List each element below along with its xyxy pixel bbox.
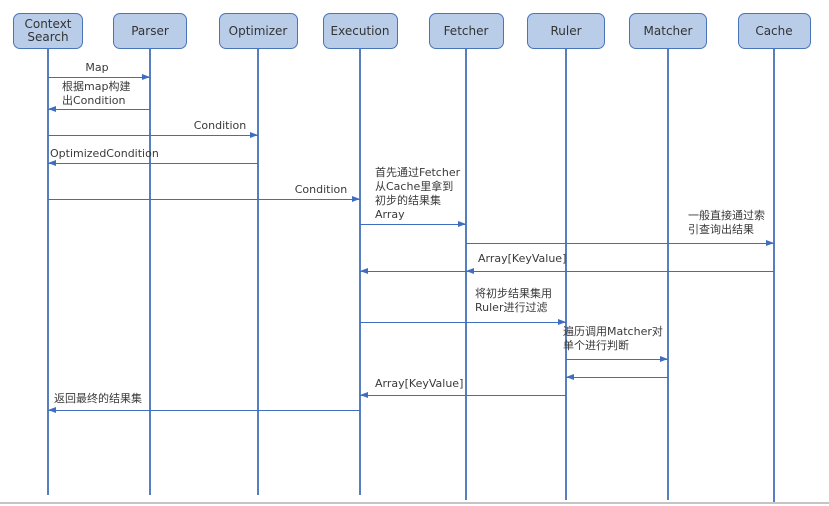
message-line-6 — [466, 243, 774, 245]
actor-execution: Execution — [322, 13, 398, 49]
message-line-8 — [360, 322, 566, 324]
message-label: 将初步结果集用 Ruler进行过滤 — [475, 287, 552, 314]
arrowhead — [558, 319, 566, 325]
arrowhead — [352, 196, 360, 202]
actor-label: Optimizer — [228, 23, 288, 38]
window-bottom-border — [0, 502, 829, 504]
actor-label: Cache — [755, 23, 793, 38]
message-line-11 — [360, 395, 566, 397]
message-label: Array[KeyValue] — [375, 377, 464, 390]
actor-ruler: Ruler — [527, 13, 605, 49]
actor-label: Parser — [131, 23, 169, 38]
message-line-2 — [48, 135, 258, 137]
message-label: OptimizedCondition — [50, 147, 159, 160]
message-label: 一般直接通过索 引查询出结果 — [688, 209, 765, 236]
lifeline-fetcher — [465, 49, 467, 500]
actor-parser: Parser — [113, 13, 187, 49]
message-line-7 — [360, 271, 774, 273]
message-label: 首先通过Fetcher 从Cache里拿到 初步的结果集 Array — [375, 166, 461, 221]
lifeline-parser — [149, 49, 151, 495]
actor-optimizer: Optimizer — [218, 13, 298, 49]
actor-label: Execution — [330, 23, 390, 38]
arrowhead — [142, 74, 150, 80]
actor-matcher: Matcher — [629, 13, 707, 49]
message-line-0 — [48, 77, 150, 79]
arrowhead — [466, 268, 474, 274]
lifeline-optimizer — [257, 49, 259, 495]
message-label: 返回最终的结果集 — [54, 392, 142, 405]
message-line-3 — [48, 163, 258, 165]
actor-label: Matcher — [643, 23, 693, 38]
arrowhead — [360, 268, 368, 274]
message-line-12 — [48, 410, 360, 412]
message-label: 遍历调用Matcher对 单个进行判断 — [563, 325, 663, 352]
actor-label: Fetcher — [443, 23, 489, 38]
lifeline-cache — [773, 49, 775, 502]
arrowhead — [48, 160, 56, 166]
arrowhead — [48, 407, 56, 413]
actor-context-search: Context Search — [13, 13, 83, 49]
lifeline-ruler — [565, 49, 567, 500]
arrowhead — [250, 132, 258, 138]
arrowhead — [766, 240, 774, 246]
message-label: Map — [85, 61, 109, 74]
message-line-1 — [48, 109, 150, 111]
arrowhead — [458, 221, 466, 227]
arrowhead — [566, 374, 574, 380]
lifeline-matcher — [667, 49, 669, 500]
message-line-5 — [360, 224, 466, 226]
lifeline-execution — [359, 49, 361, 495]
actor-fetcher: Fetcher — [428, 13, 504, 49]
message-line-9 — [566, 359, 668, 361]
actor-label: Context Search — [24, 17, 72, 44]
arrowhead — [48, 106, 56, 112]
message-label: 根据map构建 出Condition — [62, 80, 131, 107]
arrowhead — [360, 392, 368, 398]
message-label: Array[KeyValue] — [478, 252, 567, 265]
message-line-10 — [566, 377, 668, 379]
actor-cache: Cache — [737, 13, 811, 49]
message-label: Condition — [193, 119, 247, 132]
arrowhead — [660, 356, 668, 362]
lifeline-context-search — [47, 49, 49, 495]
message-label: Condition — [294, 183, 348, 196]
message-line-4 — [48, 199, 360, 201]
actor-label: Ruler — [550, 23, 582, 38]
